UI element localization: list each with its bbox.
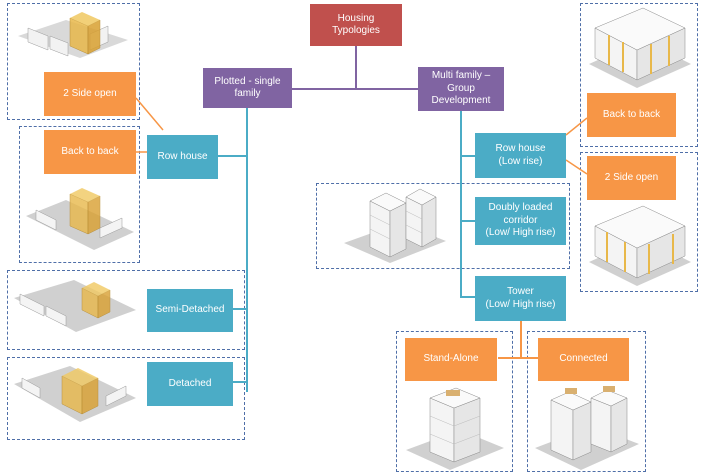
variant-right-back-to-back: Back to back (587, 93, 676, 137)
variant-left-2side-open: 2 Side open (44, 72, 136, 116)
rowhouse-backtoback-illustration (26, 188, 134, 250)
type-detached: Detached (147, 362, 233, 406)
connector-left-semi (232, 308, 247, 310)
connector-right-trunk (460, 110, 462, 297)
frame-right-backtoback (580, 3, 698, 147)
connector-tower-down (520, 320, 522, 358)
type-doubly-loaded: Doubly loaded corridor (Low/ High rise) (475, 197, 566, 245)
type-tower: Tower (Low/ High rise) (475, 276, 566, 321)
type-semi-detached: Semi-Detached (147, 289, 233, 332)
connector-right-tower (460, 296, 475, 298)
type-tower-label: Tower (507, 286, 534, 297)
standalone-tower-illustration (406, 387, 504, 470)
category-plotted: Plotted - single family (203, 68, 292, 108)
type-left-rowhouse: Row house (147, 135, 218, 179)
type-right-rowhouse: Row house (Low rise) (475, 133, 566, 178)
variant-connected-label: Connected (559, 353, 608, 365)
variant-left-b2b-label: Back to back (61, 145, 119, 157)
variant-left-back-to-back: Back to back (44, 130, 136, 174)
variant-right-2side-label: 2 Side open (604, 171, 659, 183)
variant-standalone-label: Stand-Alone (423, 353, 479, 365)
type-left-rowhouse-label: Row house (157, 150, 208, 162)
connector-left-detached (232, 381, 247, 383)
type-tower-sub: (Low/ High rise) (485, 298, 556, 310)
rowhouse-2side-illustration (18, 12, 128, 58)
variant-left-2side-label: 2 Side open (63, 87, 117, 99)
frame-left-semidetached (7, 270, 245, 350)
variant-right-2side-open: 2 Side open (587, 156, 676, 200)
semi-detached-illustration (14, 280, 136, 332)
type-detached-label: Detached (168, 377, 212, 389)
connector-tower-variants (498, 357, 538, 359)
connector-right-rowhouse (460, 155, 475, 157)
root-node-label: Housing Typologies (332, 12, 380, 37)
multifamily-backtoback-illustration (589, 7, 691, 88)
frame-left-detached (7, 357, 245, 440)
variant-connected: Connected (538, 338, 629, 381)
type-doubly-loaded-label: Doubly loaded corridor (488, 202, 553, 226)
type-right-rowhouse-label: Row house (495, 143, 546, 154)
frame-doubly-loaded (316, 183, 570, 269)
doubly-loaded-illustration (344, 188, 446, 263)
connected-tower-illustration (535, 386, 639, 470)
frame-left-2side (7, 3, 140, 120)
variant-standalone: Stand-Alone (405, 338, 497, 381)
connector-root-horizontal (292, 88, 418, 90)
frame-standalone (396, 331, 513, 472)
connector-left-rowhouse (218, 155, 247, 157)
category-multifamily-label: Multi family – Group Development (431, 70, 491, 107)
frame-left-backtoback (19, 126, 140, 263)
multifamily-2side-illustration (589, 205, 691, 286)
category-plotted-label: Plotted - single family (214, 75, 281, 100)
category-multifamily: Multi family – Group Development (418, 67, 504, 111)
type-right-rowhouse-sub: (Low rise) (498, 155, 543, 167)
frame-connected (527, 331, 646, 472)
connector-right-doubly (460, 220, 475, 222)
connector-root-down (355, 46, 357, 89)
frame-right-2side (580, 152, 698, 292)
detached-illustration (14, 366, 136, 422)
variant-right-b2b-label: Back to back (602, 108, 661, 120)
type-semi-detached-label: Semi-Detached (155, 304, 225, 316)
type-doubly-loaded-sub: (Low/ High rise) (485, 227, 556, 239)
connector-left-trunk (246, 108, 248, 392)
root-node: Housing Typologies (310, 4, 402, 46)
